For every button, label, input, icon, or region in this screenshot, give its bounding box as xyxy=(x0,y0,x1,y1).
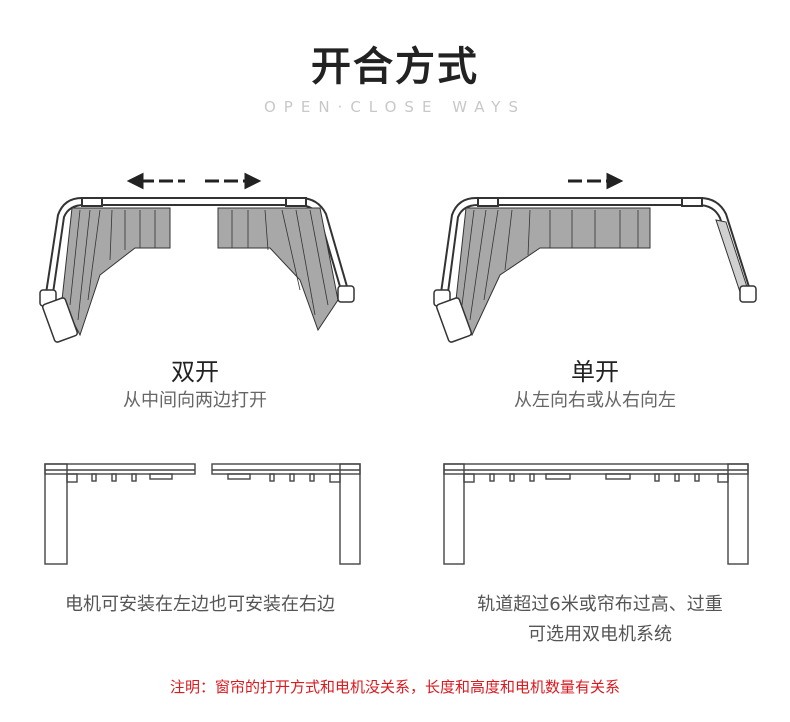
end-cap-right xyxy=(739,285,757,303)
left-curtain xyxy=(61,207,171,337)
right-curtain xyxy=(217,207,339,332)
end-cap-right xyxy=(337,285,355,303)
double-open-description: 从中间向两边打开 xyxy=(123,390,267,411)
footer-note: 注明：窗帘的打开方式和电机没关系，长度和高度和电机数量有关系 xyxy=(169,678,620,696)
arrow-right-icon xyxy=(205,172,262,190)
motor-left xyxy=(39,289,79,343)
runner-hooks xyxy=(91,473,173,482)
runner-hooks xyxy=(489,473,700,482)
single-track xyxy=(439,197,751,301)
double-open-label: 双开 xyxy=(171,358,219,386)
page-subtitle: OPEN·CLOSE WAYS xyxy=(264,98,526,116)
page-title: 开合方式 xyxy=(311,44,479,90)
double-motor-note-line1: 轨道超过6米或帘布过高、过重 xyxy=(477,594,723,615)
single-open-description: 从左向右或从右向左 xyxy=(514,390,676,411)
double-motor-note-line2: 可选用双电机系统 xyxy=(528,624,672,645)
runner-hooks xyxy=(227,473,315,482)
arrow-left-icon xyxy=(126,172,185,190)
motor-left xyxy=(433,289,473,343)
motor-position-note: 电机可安装在左边也可安装在右边 xyxy=(65,594,335,615)
arrow-right-icon xyxy=(568,172,624,190)
single-open-label: 单开 xyxy=(571,358,619,386)
